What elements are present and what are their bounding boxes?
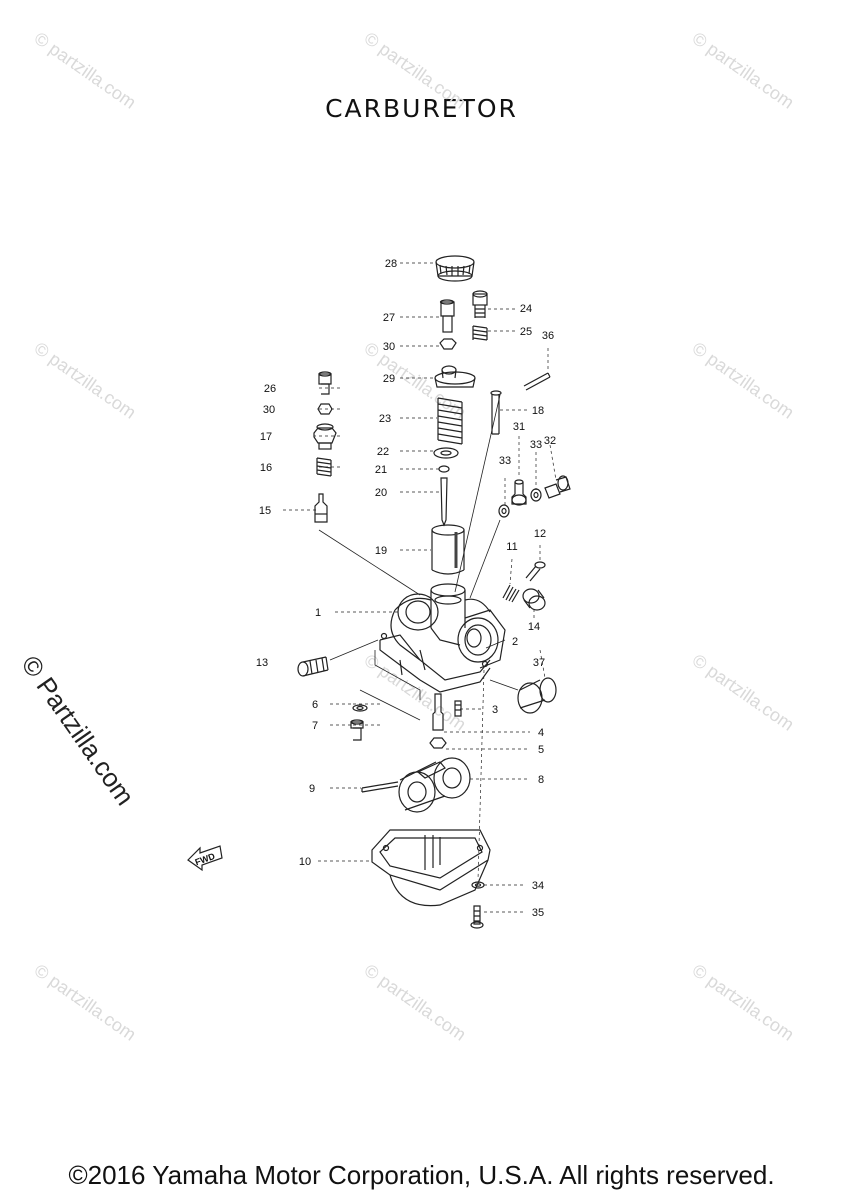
part-23-spring: [437, 397, 463, 445]
part-3-jet: [454, 700, 462, 717]
copyright-footer: ©2016 Yamaha Motor Corporation, U.S.A. A…: [68, 1160, 775, 1190]
callout-label: 2: [512, 636, 518, 648]
part-20-needle: [440, 477, 448, 527]
callout-label: 27: [383, 312, 395, 324]
part-22-clip: [433, 447, 459, 459]
part-28-cap: [435, 255, 475, 282]
callout-label: 32: [544, 435, 556, 447]
part-15-starter-plunger: [314, 493, 328, 523]
part-37-tube: [489, 677, 557, 714]
callout-label: 1: [315, 607, 321, 619]
callout-label: 33: [499, 455, 511, 467]
part-33-washer-right: [530, 488, 542, 502]
callout-label: 26: [264, 383, 276, 395]
part-29-cover: [434, 365, 476, 388]
fwd-arrow-icon: [187, 845, 223, 872]
callout-label: 30: [263, 404, 275, 416]
callout-label: 9: [309, 783, 315, 795]
part-35-screw: [470, 905, 484, 929]
callout-label: 13: [256, 657, 268, 669]
callout-label: 30: [383, 341, 395, 353]
callout-label: 21: [375, 464, 387, 476]
part-12-screw: [525, 561, 546, 582]
callout-label: 3: [492, 704, 498, 716]
callout-label: 33: [530, 439, 542, 451]
callout-label: 11: [506, 541, 517, 553]
callout-label: 4: [538, 727, 544, 739]
part-26-screw: [318, 371, 332, 395]
callout-label: 5: [538, 744, 544, 756]
part-14-cap: [522, 588, 546, 611]
callout-label: 17: [260, 431, 272, 443]
part-33-washer: [498, 504, 510, 518]
callout-label: 35: [532, 907, 544, 919]
part-2-gasket: [485, 639, 506, 649]
callout-label: 28: [385, 258, 397, 270]
part-6-washer: [352, 704, 368, 712]
callout-label: 15: [259, 505, 271, 517]
fwd-label: FWD: [194, 851, 217, 868]
callout-label: 19: [375, 545, 387, 557]
callout-label: 31: [513, 421, 525, 433]
part-25-spring: [472, 325, 488, 341]
callout-label: 34: [532, 880, 544, 892]
callout-label: 7: [312, 720, 318, 732]
part-4-needle-jet: [432, 693, 444, 731]
part-31-elbow: [511, 479, 527, 506]
callout-label: 20: [375, 487, 387, 499]
part-30-nut: [439, 338, 457, 350]
callout-label: 36: [542, 330, 554, 342]
part-19-throttle-valve: [431, 524, 465, 575]
part-8-float: [398, 757, 471, 813]
callout-label: 12: [534, 528, 546, 540]
callout-label: 25: [520, 326, 532, 338]
part-1-carburetor-body: [379, 583, 506, 693]
callout-label: 16: [260, 462, 272, 474]
part-27-adjuster: [439, 299, 455, 333]
part-36-pin: [523, 372, 551, 391]
part-24-screw: [472, 290, 488, 318]
part-9-pin: [361, 781, 399, 793]
callout-label: 23: [379, 413, 391, 425]
callout-label: 8: [538, 774, 544, 786]
callout-label: 10: [299, 856, 311, 868]
callout-label: 22: [377, 446, 389, 458]
callout-label: 14: [528, 621, 540, 633]
part-11-spring: [502, 584, 520, 603]
part-7-screw: [350, 719, 364, 741]
part-5-main-jet: [429, 737, 447, 749]
callout-label: 18: [532, 405, 544, 417]
part-32-bolt: [544, 475, 571, 499]
callout-label: 29: [383, 373, 395, 385]
part-13-screw: [297, 639, 379, 677]
part-21-washer: [438, 465, 450, 473]
page-title: CARBURETOR: [325, 94, 518, 123]
callout-label: 37: [533, 657, 545, 669]
callout-label: 6: [312, 699, 318, 711]
part-10-float-bowl: [371, 829, 491, 907]
part-17-holder: [313, 423, 337, 450]
part-16-spring: [316, 457, 332, 477]
callout-label: 24: [520, 303, 532, 315]
